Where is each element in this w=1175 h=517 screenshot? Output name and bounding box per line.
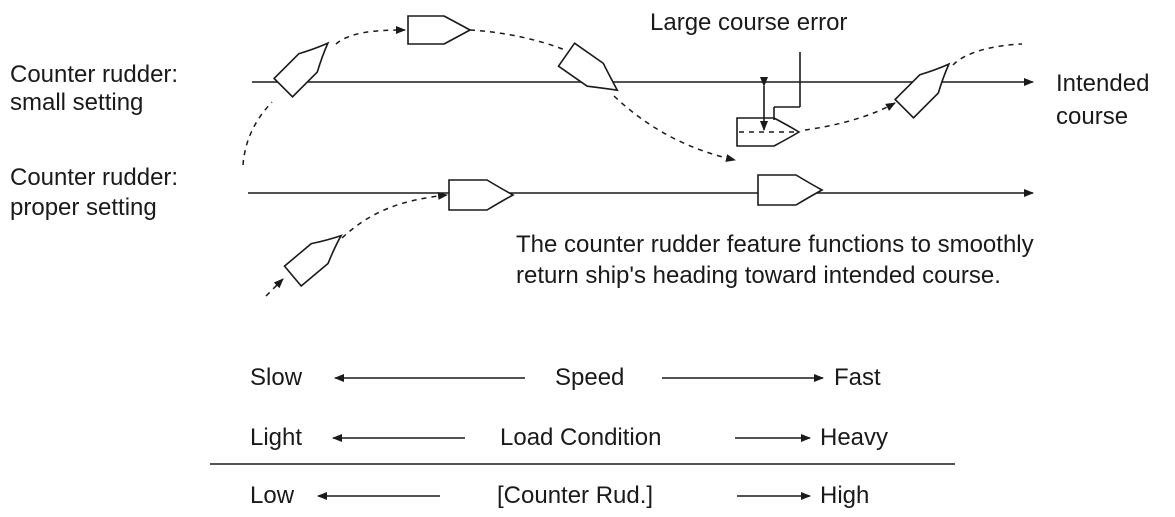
boat-icon	[757, 174, 824, 206]
description-text: The counter rudder feature functions to …	[516, 231, 1040, 289]
boat-icon	[272, 41, 330, 99]
small-setting-label-line2: small setting	[10, 89, 143, 116]
proper-setting-label-line2: proper setting	[10, 194, 157, 221]
boat-icon	[893, 62, 951, 120]
trajectory-small-setting	[335, 26, 406, 45]
course-error-indicator	[760, 52, 801, 131]
description-line2: return ship's heading toward intended co…	[516, 262, 1001, 289]
scale-center-label: [Counter Rud.]	[497, 482, 653, 509]
proper-setting-label-line1: Counter rudder:	[10, 164, 178, 191]
large-course-error-label: Large course error	[650, 9, 847, 36]
trajectory-proper-setting	[341, 191, 448, 239]
trajectory-small-setting	[804, 102, 896, 131]
scale-load-condition: Light Load Condition Heavy	[250, 424, 888, 451]
scale-speed: Slow Speed Fast	[250, 364, 881, 391]
scale-left-label: Light	[250, 424, 302, 451]
boat-icon	[448, 179, 515, 211]
scale-left-label: Low	[250, 482, 295, 509]
intended-course-label-line1: Intended	[1056, 70, 1149, 97]
intended-course-label-line2: course	[1056, 103, 1128, 130]
scale-counter-rudder: Low [Counter Rud.] High	[250, 482, 869, 509]
scale-left-label: Slow	[250, 364, 303, 391]
trajectory-small-setting	[242, 101, 273, 166]
scale-right-label: Heavy	[820, 424, 888, 451]
trajectory-small-setting	[952, 43, 1023, 66]
boat-icon	[557, 42, 619, 92]
boat-icon	[736, 117, 801, 147]
proper-setting-label: Counter rudder: proper setting	[10, 164, 185, 221]
scale-right-label: Fast	[834, 364, 881, 391]
intended-course-label: Intended course	[1056, 70, 1156, 130]
trajectory-small-setting	[613, 95, 736, 162]
boat-icon	[283, 234, 343, 288]
trajectory-small-setting	[469, 29, 566, 51]
scale-center-label: Speed	[555, 364, 624, 391]
small-setting-label-line1: Counter rudder:	[10, 61, 178, 88]
description-line1: The counter rudder feature functions to …	[516, 231, 1034, 258]
trajectory-proper-setting	[265, 278, 284, 297]
scale-center-label: Load Condition	[500, 424, 661, 451]
scale-right-label: High	[820, 482, 869, 509]
small-setting-label: Counter rudder: small setting	[10, 61, 185, 116]
boat-icon	[407, 15, 472, 45]
